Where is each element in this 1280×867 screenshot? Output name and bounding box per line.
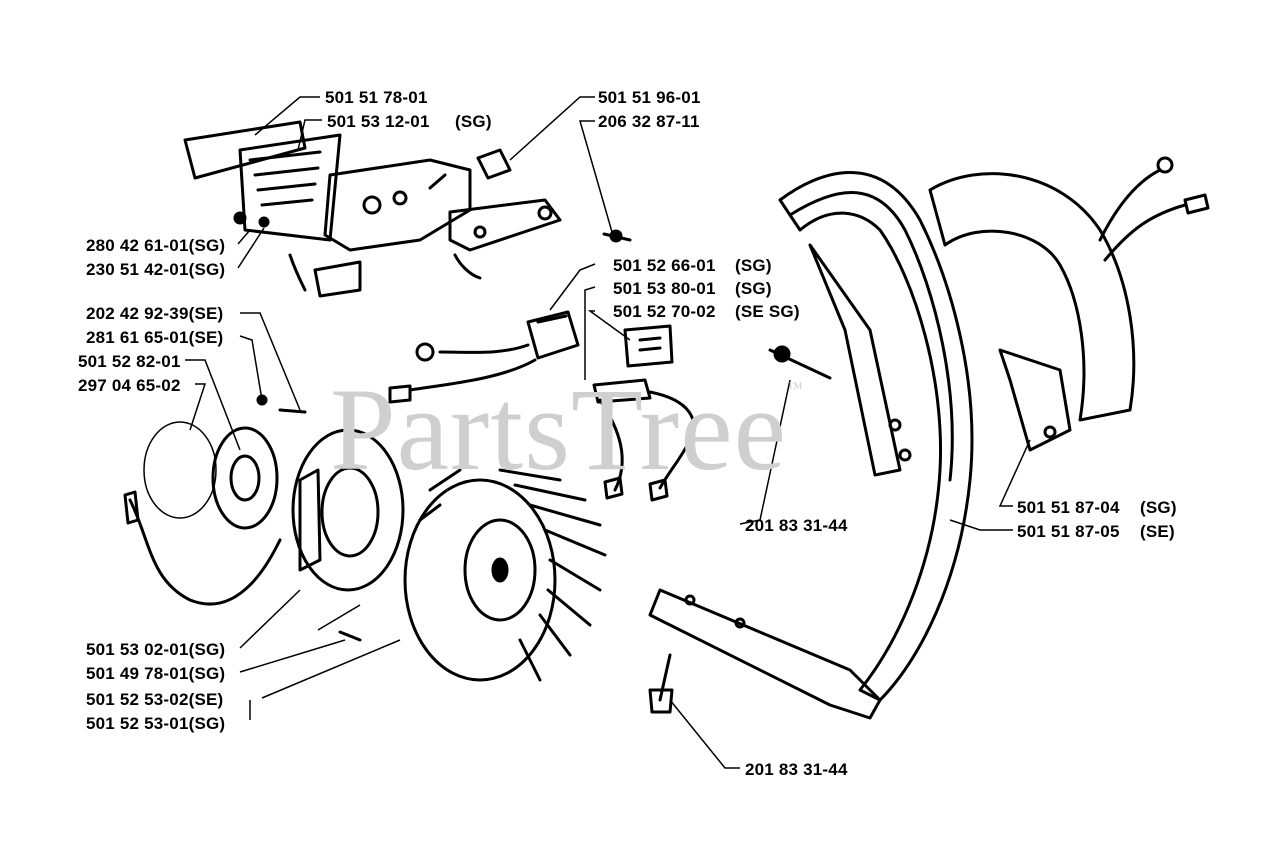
part-note-sg: (SG) [735, 279, 772, 298]
part-note-se: (SE) [1140, 522, 1175, 541]
part-label-297-04-65-02: 297 04 65-02 [78, 376, 181, 395]
starter-assembly [123, 394, 405, 642]
part-label-501-52-70-02: 501 52 70-02 [613, 302, 716, 321]
part-label-501-51-78-01: 501 51 78-01 [325, 88, 428, 107]
part-label-201-83-31-44-lower: 201 83 31-44 [745, 760, 848, 779]
part-label-501-52-53-01: 501 52 53-01(SG) [86, 714, 226, 733]
part-label-501-51-87-04: 501 51 87-04 [1017, 498, 1120, 517]
watermark-trademark: ™ [786, 380, 804, 397]
part-label-501-52-53-02: 501 52 53-02(SE) [86, 690, 224, 709]
part-label-501-51-96-01: 501 51 96-01 [598, 88, 701, 107]
part-label-281-61-65-01: 281 61 65-01(SE) [86, 328, 224, 347]
rear-handle [648, 171, 974, 720]
part-label-501-49-78-01: 501 49 78-01(SG) [86, 664, 226, 683]
part-note-sg: (SG) [1140, 498, 1177, 517]
part-label-501-53-02-01: 501 53 02-01(SG) [86, 640, 226, 659]
part-label-501-52-66-01: 501 52 66-01 [613, 256, 716, 275]
part-note-se-sg: (SE SG) [735, 302, 800, 321]
front-handle-plate [183, 120, 562, 298]
part-label-280-42-61-01: 280 42 61-01(SG) [86, 236, 226, 255]
part-note-sg: (SG) [455, 112, 492, 131]
part-note-sg: (SG) [735, 256, 772, 275]
part-label-201-83-31-44: 201 83 31-44 [745, 516, 848, 535]
part-label-501-52-82-01: 501 52 82-01 [78, 352, 181, 371]
part-label-501-51-87-05: 501 51 87-05 [1017, 522, 1120, 541]
watermark-text: PartsTree [330, 364, 787, 495]
screw-part [476, 148, 632, 243]
part-label-501-53-80-01: 501 53 80-01 [613, 279, 716, 298]
flywheel [403, 468, 607, 682]
rear-handle-grip [928, 156, 1210, 452]
leader-lines [185, 96, 1031, 769]
part-label-501-53-12-01: 501 53 12-01 [327, 112, 430, 131]
part-label-206-32-87-11: 206 32 87-11 [598, 112, 700, 131]
part-label-202-42-92-39: 202 42 92-39(SE) [86, 304, 224, 323]
partstree-watermark: PartsTree™ [330, 362, 804, 498]
part-label-230-51-42-01: 230 51 42-01(SG) [86, 260, 226, 279]
ignition-switch [388, 310, 696, 502]
